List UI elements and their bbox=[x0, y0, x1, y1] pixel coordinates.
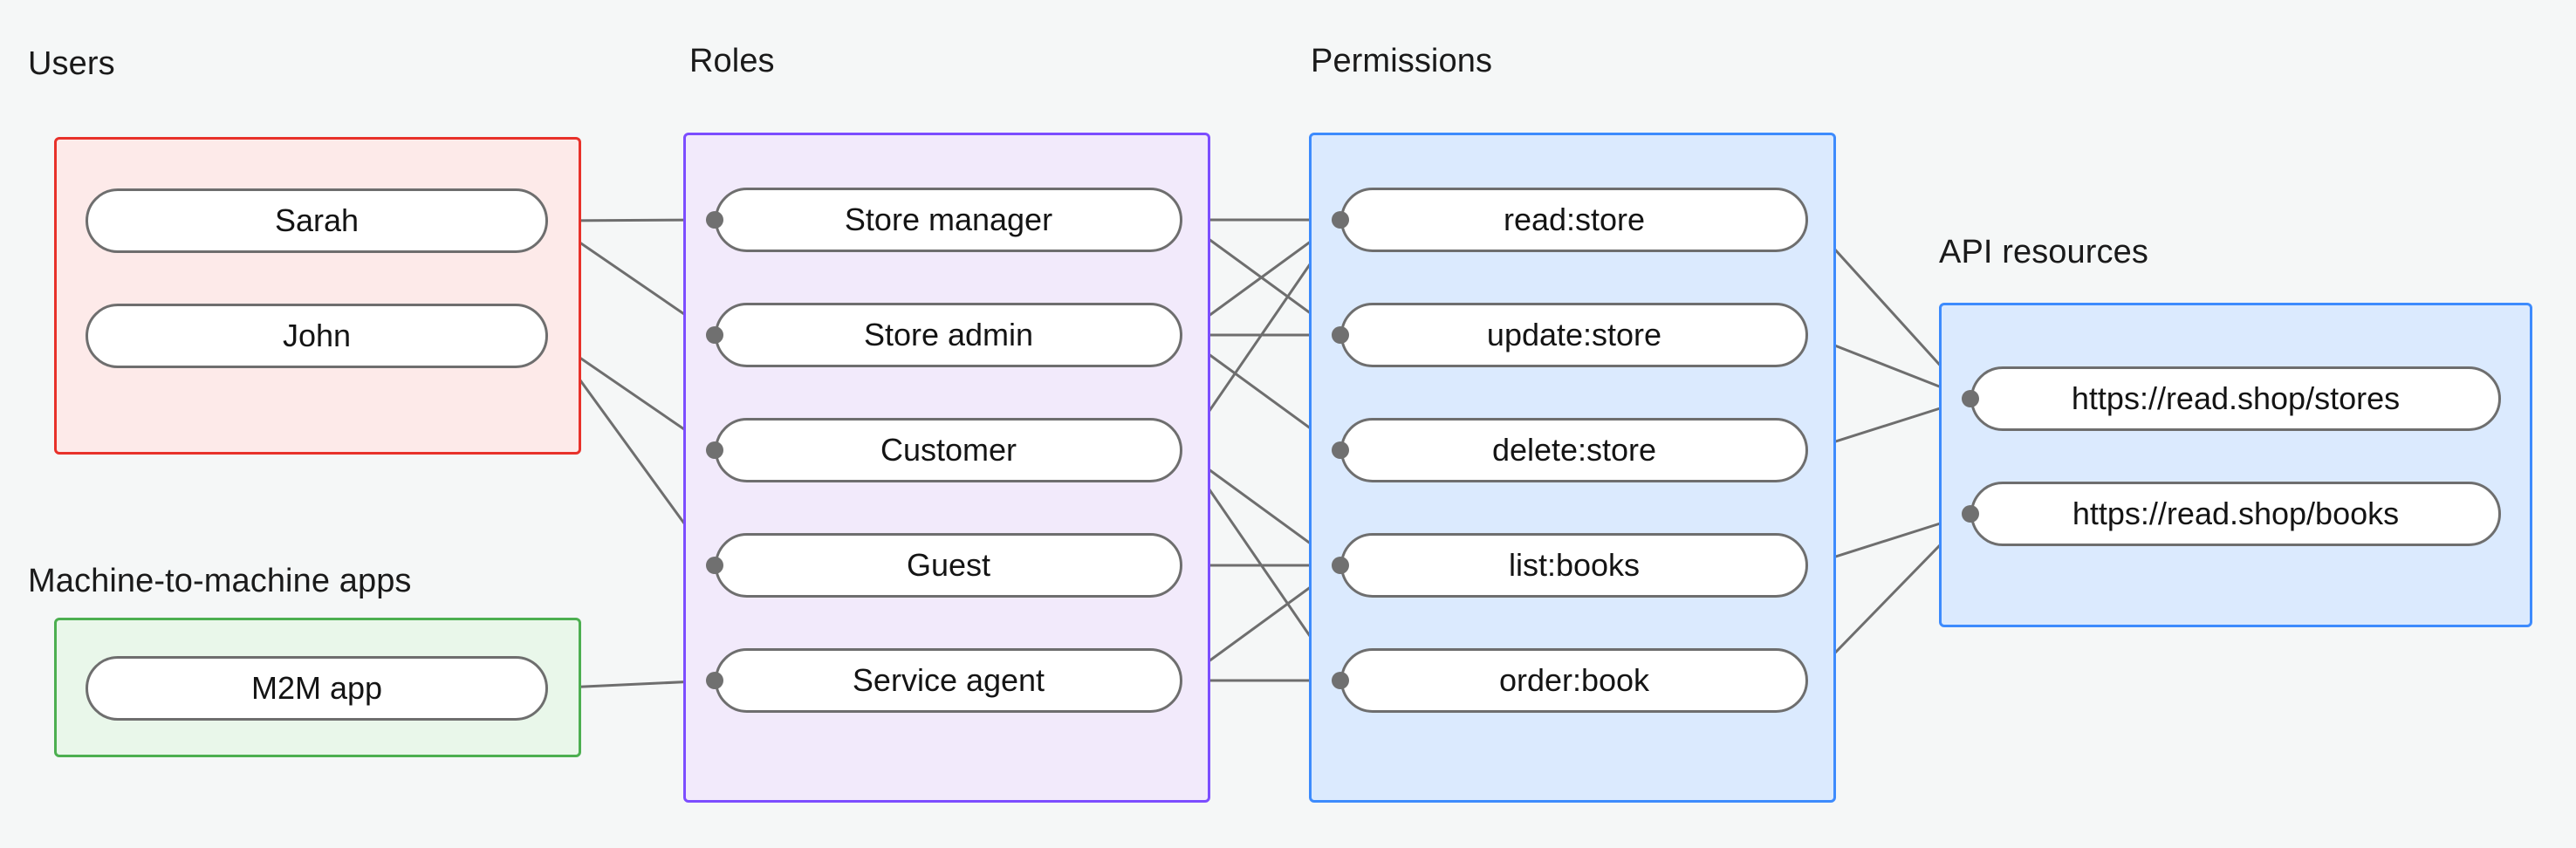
node-label-service-agent: Service agent bbox=[852, 662, 1045, 698]
node-label-order-book: order:book bbox=[1498, 662, 1650, 698]
node-m2m-app[interactable]: M2M app bbox=[86, 656, 548, 721]
group-box-users bbox=[54, 137, 581, 455]
node-res-stores[interactable]: https://read.shop/stores bbox=[1970, 366, 2501, 431]
group-title-permissions: Permissions bbox=[1311, 43, 1493, 79]
node-label-guest: Guest bbox=[906, 547, 991, 583]
port-list-books bbox=[1332, 557, 1349, 574]
group-title-roles: Roles bbox=[689, 43, 775, 79]
node-label-update-store: update:store bbox=[1486, 317, 1662, 352]
port-res-books bbox=[1962, 505, 1979, 523]
node-customer[interactable]: Customer bbox=[715, 418, 1182, 482]
node-sarah[interactable]: Sarah bbox=[86, 188, 548, 253]
node-list-books[interactable]: list:books bbox=[1340, 533, 1808, 598]
port-update-store bbox=[1332, 326, 1349, 344]
group-title-m2m: Machine-to-machine apps bbox=[28, 563, 412, 599]
node-update-store[interactable]: update:store bbox=[1340, 303, 1808, 367]
port-read-store bbox=[1332, 211, 1349, 229]
port-order-book bbox=[1332, 672, 1349, 689]
node-label-sarah: Sarah bbox=[274, 202, 360, 238]
node-label-list-books: list:books bbox=[1508, 547, 1641, 583]
group-box-api-resources bbox=[1939, 303, 2532, 627]
port-customer bbox=[706, 441, 723, 459]
node-label-res-books: https://read.shop/books bbox=[2072, 496, 2400, 531]
node-read-store[interactable]: read:store bbox=[1340, 188, 1808, 252]
node-store-manager[interactable]: Store manager bbox=[715, 188, 1182, 252]
node-label-read-store: read:store bbox=[1503, 202, 1646, 237]
node-res-books[interactable]: https://read.shop/books bbox=[1970, 482, 2501, 546]
port-service-agent bbox=[706, 672, 723, 689]
node-delete-store[interactable]: delete:store bbox=[1340, 418, 1808, 482]
node-label-john: John bbox=[282, 318, 352, 353]
node-label-store-manager: Store manager bbox=[844, 202, 1053, 237]
node-john[interactable]: John bbox=[86, 304, 548, 368]
port-store-manager bbox=[706, 211, 723, 229]
node-guest[interactable]: Guest bbox=[715, 533, 1182, 598]
node-label-res-stores: https://read.shop/stores bbox=[2071, 380, 2401, 416]
port-guest bbox=[706, 557, 723, 574]
node-label-delete-store: delete:store bbox=[1491, 432, 1657, 468]
node-store-admin[interactable]: Store admin bbox=[715, 303, 1182, 367]
group-title-users: Users bbox=[28, 45, 115, 82]
port-delete-store bbox=[1332, 441, 1349, 459]
node-service-agent[interactable]: Service agent bbox=[715, 648, 1182, 713]
node-label-customer: Customer bbox=[880, 432, 1017, 468]
group-title-api-resources: API resources bbox=[1939, 234, 2148, 270]
node-label-m2m-app: M2M app bbox=[250, 670, 383, 706]
port-store-admin bbox=[706, 326, 723, 344]
node-order-book[interactable]: order:book bbox=[1340, 648, 1808, 713]
node-label-store-admin: Store admin bbox=[863, 317, 1034, 352]
port-res-stores bbox=[1962, 390, 1979, 407]
